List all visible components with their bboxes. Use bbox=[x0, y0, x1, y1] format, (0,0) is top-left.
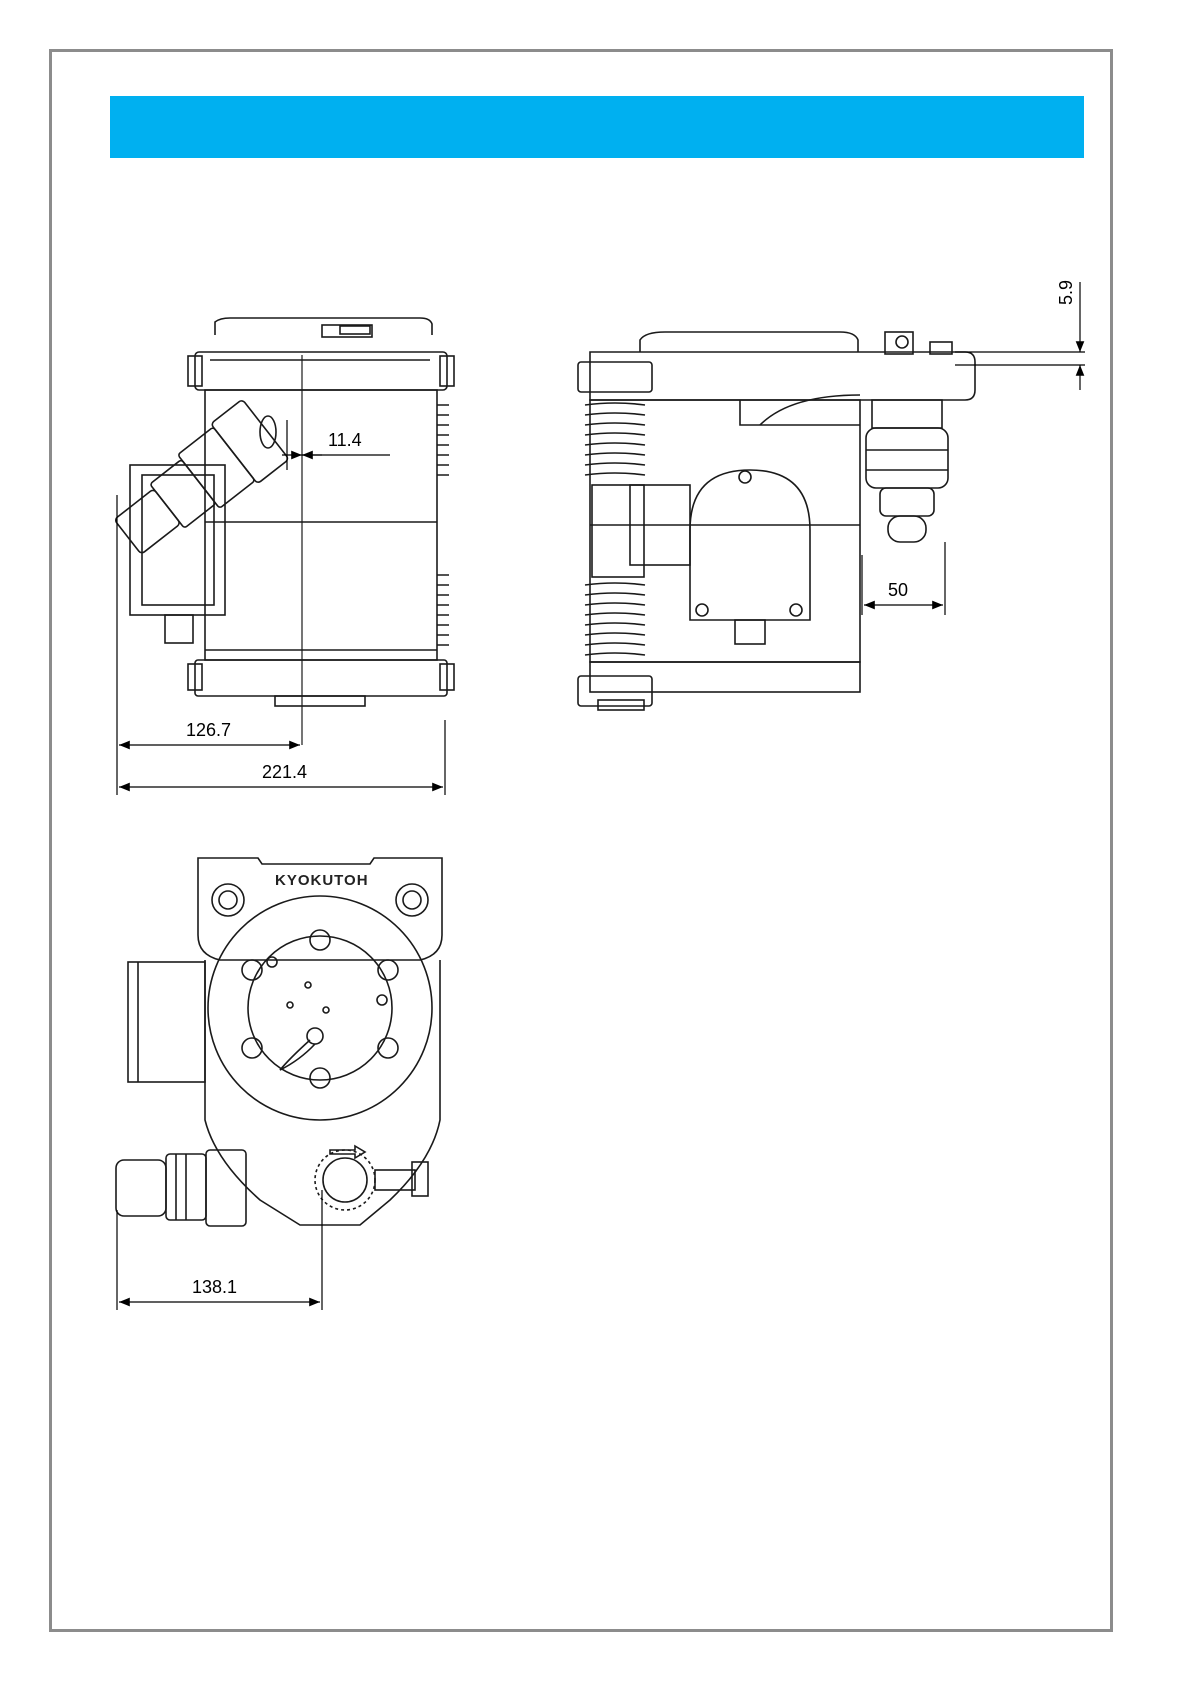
dim-bottom-nozzle: 138.1 bbox=[192, 1277, 237, 1297]
front-view bbox=[578, 332, 975, 710]
brand-mark: KYOKUTOH bbox=[275, 872, 369, 889]
dim-front-nozzle: 50 bbox=[888, 580, 908, 600]
dim-front-top-offset: 5.9 bbox=[1056, 280, 1076, 305]
dim-side-offset: 11.4 bbox=[328, 430, 362, 450]
bellows-left bbox=[585, 403, 645, 655]
bottom-view bbox=[116, 858, 442, 1226]
dim-side-width: 221.4 bbox=[262, 762, 307, 782]
bellows-right bbox=[437, 405, 449, 645]
dim-side-center: 126.7 bbox=[186, 720, 231, 740]
side-view bbox=[104, 318, 454, 745]
side-view-dimensions bbox=[117, 420, 445, 795]
